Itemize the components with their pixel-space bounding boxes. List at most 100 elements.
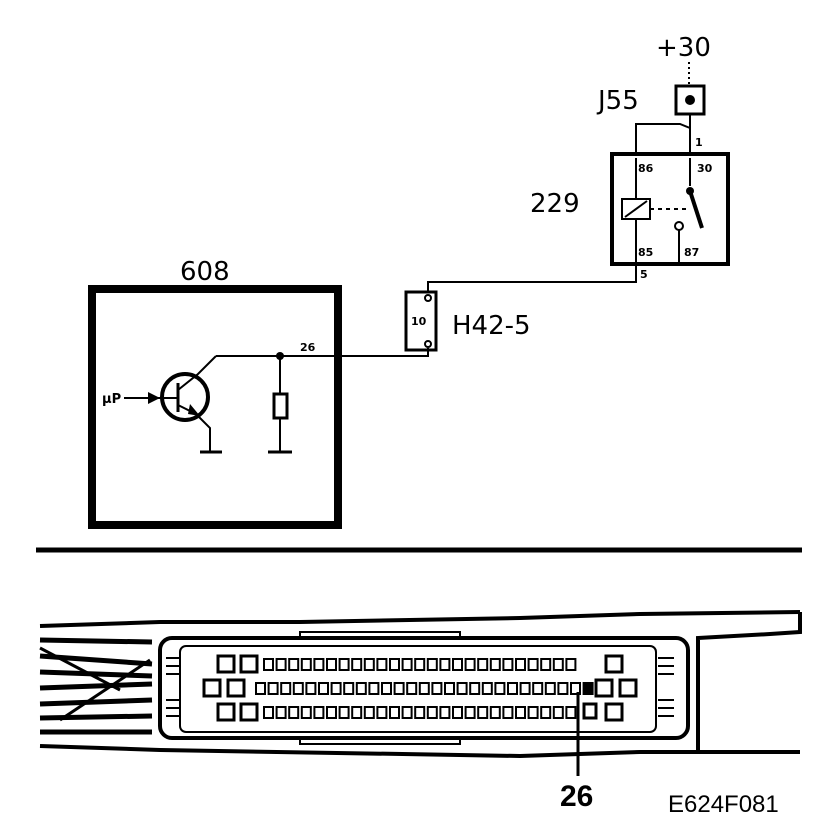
pin-cavity: [489, 658, 501, 671]
connector-h42-bottom-dot: [424, 340, 432, 348]
pin-cavity: [313, 706, 325, 719]
relay-pin-85: 85: [638, 246, 653, 259]
pin-cavity: [313, 658, 325, 671]
pin-cavity: [326, 706, 337, 719]
pin-cavity: [338, 706, 350, 719]
connector-h42-top-dot: [424, 294, 432, 302]
pin-cavity: [338, 658, 350, 671]
pin-cavity: [540, 658, 552, 671]
pin-cavity: [464, 658, 476, 671]
transistor-collector-lead: [177, 355, 217, 391]
pin-cavity: [414, 658, 426, 671]
pin-cavity: [452, 658, 463, 671]
transistor-emitter-lead: [177, 404, 211, 452]
pin-cavity: [355, 682, 367, 695]
ecu-input-arrow-icon: [148, 392, 160, 404]
pin-cavity: [255, 682, 266, 695]
housing-right-bracket: [696, 612, 802, 752]
pin-cavity: [477, 706, 489, 719]
connector-h42-pin: 10: [411, 315, 427, 328]
fuse-pin-1: 1: [695, 136, 703, 149]
pin-cavity: [263, 706, 274, 719]
pin-cavity: [439, 706, 451, 719]
relay-229-label: 229: [530, 189, 580, 219]
fuse-j55-label: J55: [596, 86, 639, 116]
pin-cavity: [540, 706, 552, 719]
pin-cavity: [263, 658, 274, 671]
connector-inner-frame: [179, 645, 657, 733]
pin-cavity: [381, 682, 392, 695]
front-plate-contour: [299, 631, 461, 638]
pin-cavity: [464, 706, 476, 719]
pin-cavity: [426, 658, 438, 671]
pin-cavity: [275, 658, 287, 671]
connector-detail-drawing: [39, 610, 802, 776]
relay-contact-87-icon: [674, 221, 684, 231]
pin-cavity: [527, 658, 539, 671]
pin-cavity: [376, 658, 388, 671]
ecu-pin-26: 26: [300, 341, 316, 354]
pin-cavity: [406, 682, 418, 695]
pin-cavity: [532, 682, 544, 695]
pin-cavity: [502, 706, 514, 719]
pin-cavity: [502, 658, 514, 671]
wire-h42-to-ecu: [340, 348, 429, 357]
wire-fuse-to-relay-86: [635, 123, 691, 154]
pin-cavity: [305, 682, 317, 695]
connector-detail-callout: 26: [560, 780, 593, 813]
pin-cavity: [489, 706, 501, 719]
pin-cavity: [267, 682, 279, 695]
right-latch-icon: [658, 657, 674, 717]
pin-cavity: [368, 682, 380, 695]
pin-cavity: [507, 682, 518, 695]
pin-cavity: [431, 682, 443, 695]
fuse-j55-dot: [685, 95, 695, 105]
wire-relay-to-h42: [427, 264, 637, 294]
pin-cavity: [494, 682, 506, 695]
pin-cavity: [401, 658, 413, 671]
pin-cavity: [351, 706, 363, 719]
relay-pin-87: 87: [684, 246, 699, 259]
pin-cavity: [527, 706, 539, 719]
relay-coil-diagonal: [624, 200, 648, 218]
pin-cavity: [544, 682, 556, 695]
pin-cavity: [326, 658, 337, 671]
pin-cavity: [565, 706, 577, 719]
pin-cavity: [456, 682, 468, 695]
relay-pin-86: 86: [638, 162, 654, 175]
pin-cavity: [393, 682, 405, 695]
pin-cavity: [418, 682, 430, 695]
pin-cavity: [288, 658, 300, 671]
pin-cavity: [343, 682, 355, 695]
relay-pin-30: 30: [697, 162, 713, 175]
relay-switch-arm-icon: [688, 190, 704, 229]
pin-cavity: [292, 682, 304, 695]
transistor-emitter-arrow-icon: [188, 404, 200, 416]
pin-cavity: [318, 682, 329, 695]
pin-cavity: [477, 658, 489, 671]
pin-cavity: [351, 658, 363, 671]
pin-cavity: [300, 658, 312, 671]
pin-cavity: [452, 706, 463, 719]
pin-cavity-26: [582, 682, 594, 695]
pin-cavity: [363, 706, 375, 719]
left-latch-icon: [166, 657, 180, 717]
housing-bottom-edge: [39, 744, 800, 759]
wire-bundle-icon: [39, 637, 153, 735]
front-plate-contour-bottom: [299, 738, 461, 745]
pin-rows: [255, 658, 594, 719]
connector-h42-label: H42-5: [452, 311, 531, 341]
pin-cavity: [557, 682, 569, 695]
pin-cavity: [288, 706, 300, 719]
pin-cavity: [439, 658, 451, 671]
pin-cavity: [515, 706, 526, 719]
figure-reference: E624F081: [668, 791, 779, 818]
pin-cavity: [401, 706, 413, 719]
pin-cavity: [376, 706, 388, 719]
ecu-608-box: [88, 285, 342, 529]
pin-cavity: [330, 682, 342, 695]
pin-cavity: [552, 706, 564, 719]
pin-cavity: [481, 682, 493, 695]
supply-label: +30: [656, 33, 711, 63]
